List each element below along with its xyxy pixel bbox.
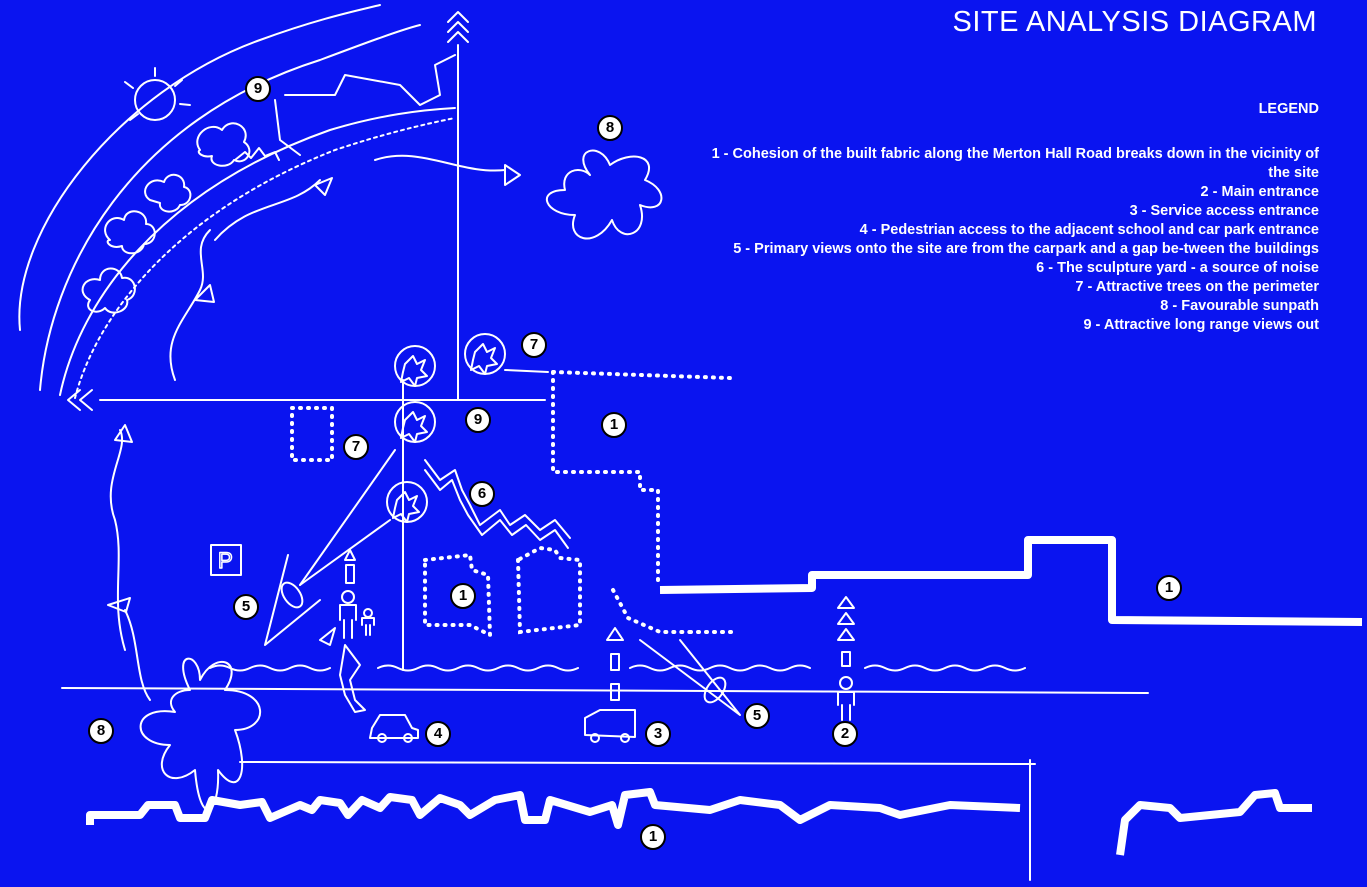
north-arrow-icon (447, 11, 469, 23)
dotted-boundary (551, 370, 732, 582)
marker-9: 9 (465, 407, 491, 433)
marker-1: 1 (450, 583, 476, 609)
parking-sign-icon: P (210, 544, 242, 576)
marker-1: 1 (1156, 575, 1182, 601)
marker-4: 4 (425, 721, 451, 747)
legend-item: 7 - Attractive trees on the perimeter (1075, 279, 1319, 295)
legend-item: 3 - Service access entrance (1129, 203, 1319, 219)
marker-3: 3 (645, 721, 671, 747)
marker-6: 6 (469, 481, 495, 507)
skyline-far-right (1116, 789, 1312, 856)
view-arc-outer (39, 24, 421, 391)
marker-8: 8 (597, 115, 623, 141)
marker-5: 5 (744, 703, 770, 729)
sunpath-icon (545, 149, 663, 240)
road-line-upper (61, 687, 1149, 694)
skyline-bottom (86, 788, 1021, 829)
marker-5: 5 (233, 594, 259, 620)
marker-9: 9 (245, 76, 271, 102)
tree-icon (386, 333, 506, 523)
svg-text:P: P (218, 548, 233, 573)
pedestrian-icon (339, 590, 855, 721)
legend-item: 6 - The sculpture yard - a source of noi… (1036, 260, 1319, 276)
legend-item: 9 - Attractive long range views out (1083, 317, 1319, 333)
legend-item: 1 - Cohesion of the built fabric along t… (711, 146, 1319, 181)
marker-1: 1 (640, 824, 666, 850)
hedge-line (209, 664, 331, 672)
car-icon (369, 714, 419, 743)
dotted-building (290, 406, 334, 462)
noise-zigzag-icon (424, 459, 571, 539)
view-arc-inner (59, 107, 456, 396)
road-line-lower (239, 761, 1036, 765)
marker-1: 1 (601, 412, 627, 438)
legend-item: 2 - Main entrance (1200, 184, 1319, 200)
marker-7: 7 (521, 332, 547, 358)
legend-heading: LEGEND (1258, 101, 1319, 117)
legend-item: 5 - Primary views onto the site are from… (733, 241, 1319, 257)
landscape-band (18, 4, 381, 331)
view-cone-icon (264, 449, 741, 716)
marker-7: 7 (343, 434, 369, 460)
marker-2: 2 (832, 721, 858, 747)
legend: LEGEND 1 - Cohesion of the built fabric … (699, 100, 1319, 335)
tree-cluster-icon (81, 122, 280, 314)
legend-item: 4 - Pedestrian access to the adjacent sc… (859, 222, 1319, 238)
view-outline (284, 54, 456, 106)
legend-item: 8 - Favourable sunpath (1160, 298, 1319, 314)
entrance-arrow-icon (319, 549, 855, 713)
west-arrow-icon (67, 389, 81, 411)
van-icon (584, 709, 636, 743)
skyline-right (659, 536, 1363, 626)
marker-8: 8 (88, 718, 114, 744)
page-title: SITE ANALYSIS DIAGRAM (952, 6, 1317, 38)
sun-icon (124, 67, 191, 121)
sunpath-icon-lower (139, 657, 262, 811)
view-arrow-icon (107, 154, 521, 701)
